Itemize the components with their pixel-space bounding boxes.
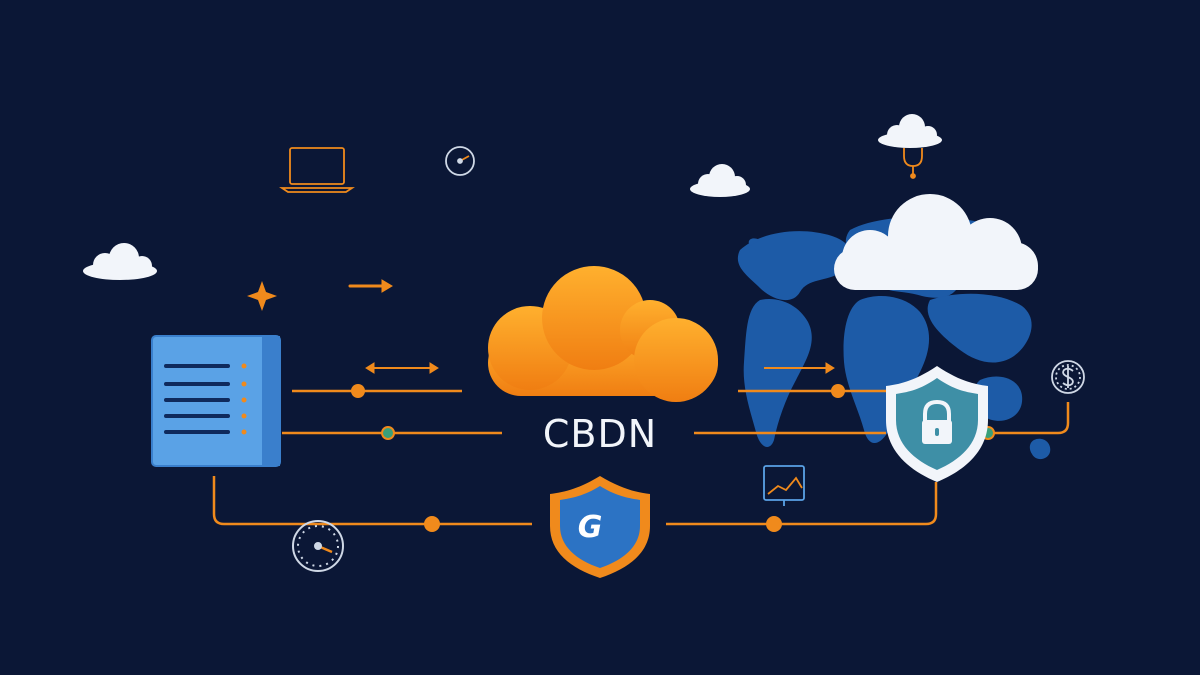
arrow-right-icon: [348, 279, 393, 293]
arrow-right-icon: [764, 362, 835, 374]
cloud-icon: [690, 164, 750, 197]
shield-badge-letter: G: [577, 510, 603, 545]
shield-g-icon: [550, 476, 650, 578]
double-arrow-icon: [365, 362, 439, 374]
gauge-icon: [445, 146, 475, 176]
cloud-icon: [878, 114, 942, 148]
server-icon: [151, 335, 281, 467]
connector-node: [831, 384, 845, 398]
connector-line: [212, 476, 532, 526]
connector-node: [381, 426, 395, 440]
monitor-chart-icon: [763, 465, 805, 506]
sparkle-icon: [247, 281, 277, 311]
dollar-coin-icon: [1051, 360, 1085, 394]
plug-icon: [903, 148, 923, 179]
cloud-icon: [834, 194, 1038, 290]
brand-label: CBDN: [542, 412, 658, 456]
cloud-icon: [83, 243, 157, 280]
connector-line: [1057, 402, 1070, 435]
shield-lock-icon: [886, 366, 988, 482]
connector-node: [351, 384, 365, 398]
laptop-icon: [279, 147, 355, 193]
gauge-icon: [292, 520, 344, 572]
connector-node: [424, 516, 440, 532]
connector-node: [766, 516, 782, 532]
cloud-icon: [488, 266, 718, 402]
connector-line: [666, 482, 938, 526]
